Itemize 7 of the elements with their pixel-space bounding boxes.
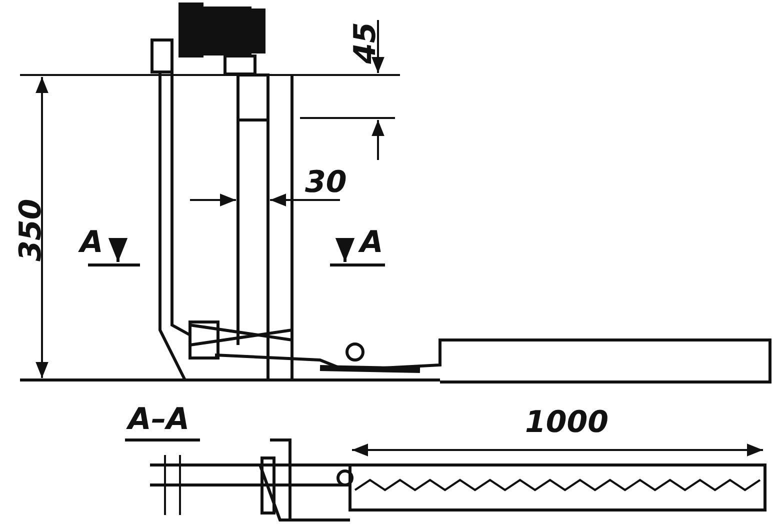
dimension-label: 350	[16, 198, 46, 262]
section-label: A	[80, 228, 104, 258]
dimension-label: 30	[305, 168, 347, 198]
section-label: A–A	[128, 405, 190, 435]
section-label: A	[360, 228, 384, 258]
dimension-label: 1000	[525, 408, 608, 438]
dimension-label: 45	[350, 22, 381, 64]
